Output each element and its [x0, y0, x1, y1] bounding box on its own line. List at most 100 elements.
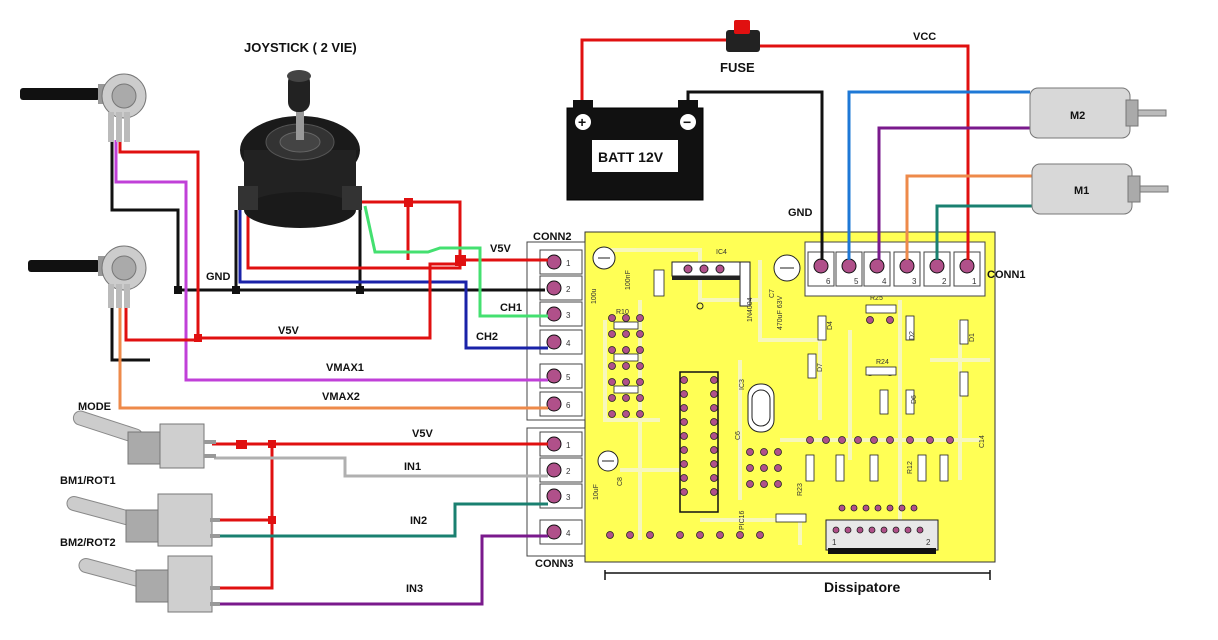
wire-ch1 — [363, 205, 548, 318]
d2-label: D2 — [909, 331, 916, 340]
hbridge-pin-2: 2 — [926, 538, 931, 547]
joystick-label: JOYSTICK ( 2 VIE) — [244, 40, 357, 55]
wire-in2 — [218, 502, 548, 538]
wire-m1-teal — [935, 204, 1032, 260]
conn2-pin-6: 6 — [566, 401, 571, 410]
conn2-label: CONN2 — [533, 231, 572, 243]
vmax2-label: VMAX2 — [322, 391, 360, 403]
toggle-switch-bm2 — [78, 555, 220, 613]
junctions — [174, 198, 466, 524]
wire-m2-purple — [877, 126, 1030, 260]
diode-label: 1N4004 — [747, 297, 754, 322]
wire-pot2-gnd — [110, 300, 150, 362]
conn2-block: 1 2 3 4 5 6 — [526, 241, 586, 421]
c7-label: C7 — [769, 289, 776, 298]
conn1-pin-4: 4 — [882, 277, 887, 286]
conn3-label: CONN3 — [535, 558, 574, 570]
wire-in1 — [214, 456, 548, 478]
d4-label: D4 — [827, 321, 834, 330]
ic4-label: IC4 — [716, 249, 727, 256]
fuse-label: FUSE — [720, 60, 755, 75]
wire-m2-blue — [847, 90, 1030, 260]
d7-label: D7 — [817, 363, 824, 372]
conn2-pin-5: 5 — [566, 373, 571, 382]
conn1-pin-1: 1 — [972, 277, 977, 286]
pic-chip: PIC16 — [679, 371, 746, 530]
vmax1-label: VMAX1 — [326, 362, 364, 374]
v5v-low-label: V5V — [412, 428, 433, 440]
r25-label: R25 — [870, 295, 883, 302]
wire-vcc — [758, 44, 970, 260]
wire-switch-v5v-down — [212, 444, 274, 590]
in1-label: IN1 — [404, 461, 421, 473]
c14-label: C14 — [979, 435, 986, 448]
conn1-block: 6 5 4 3 2 1 — [804, 241, 986, 297]
r12-label: R12 — [907, 461, 914, 474]
gnd-top-label: GND — [788, 207, 813, 219]
battery-minus-icon: − — [683, 114, 691, 130]
diode-1n4004 — [739, 261, 751, 307]
bm2-label: BM2/ROT2 — [60, 537, 116, 549]
heatsink-label: Dissipatore — [824, 579, 900, 595]
gnd-left-label: GND — [206, 271, 231, 283]
cap-470u-label: 470uF 63V — [777, 295, 784, 330]
conn1-pin-5: 5 — [854, 277, 859, 286]
r23-label: R23 — [797, 483, 804, 496]
wire-ch2 — [238, 210, 548, 350]
pcb-component-labels: 100u 100nF IC4 1N4004 470uF 63V C7 R10 R… — [591, 249, 986, 500]
wire-m1-orange — [905, 174, 1032, 260]
conn3-pin-3: 3 — [566, 493, 571, 502]
resistor-bodies — [613, 269, 969, 523]
ch2-label: CH2 — [476, 331, 498, 343]
conn2-pin-3: 3 — [566, 311, 571, 320]
mode-label: MODE — [78, 401, 111, 413]
v5v-mid-label: V5V — [278, 325, 299, 337]
hbridge-block: 1 2 — [825, 504, 939, 554]
cap-100nf-label: 100nF — [625, 270, 632, 290]
m1-label: M1 — [1074, 185, 1089, 197]
conn1-pin-2: 2 — [942, 277, 947, 286]
conn1-pin-3: 3 — [912, 277, 917, 286]
battery: + − BATT 12V — [566, 100, 704, 201]
cap-10uf-label: 10uF — [593, 484, 600, 500]
wire-batt-plus — [580, 38, 730, 108]
wire-batt-gnd — [686, 90, 824, 260]
conn2-pin-2: 2 — [566, 285, 571, 294]
c8-label: C8 — [617, 477, 624, 486]
ic3-label: IC3 — [739, 379, 746, 390]
in3-label: IN3 — [406, 583, 423, 595]
d6-label: D6 — [911, 395, 918, 404]
toggle-switch-mode — [72, 410, 216, 469]
cap-100u-label: 100u — [591, 288, 598, 304]
potentiometer-2 — [28, 245, 147, 308]
conn3-pin-4: 4 — [566, 529, 571, 538]
toggle-switch-bm1 — [66, 493, 220, 547]
wire-vmax1 — [114, 140, 548, 382]
v5v-top-label: V5V — [490, 243, 511, 255]
pic-label: PIC16 — [739, 510, 746, 530]
battery-plus-icon: + — [578, 114, 586, 130]
vcc-label: VCC — [913, 31, 936, 43]
fuse — [726, 20, 760, 52]
wire-joy-v5v-c — [408, 200, 462, 260]
m2-label: M2 — [1070, 110, 1085, 122]
bm1-label: BM1/ROT1 — [60, 475, 116, 487]
r10-label: R10 — [616, 309, 629, 316]
conn3-pin-1: 1 — [566, 441, 571, 450]
electrolytic-caps — [592, 246, 801, 472]
r24-label: R24 — [876, 359, 889, 366]
wire-in3 — [214, 534, 548, 606]
conn2-pin-4: 4 — [566, 339, 571, 348]
crystal — [747, 383, 775, 433]
battery-label: BATT 12V — [598, 149, 664, 165]
c6-label: C6 — [735, 431, 742, 440]
conn3-pin-2: 2 — [566, 467, 571, 476]
d1-label: D1 — [969, 333, 976, 342]
conn1-pin-6: 6 — [826, 277, 831, 286]
heatsink-bracket — [604, 570, 991, 580]
motor-m2: M2 — [1029, 87, 1167, 139]
regulator-ic4 — [671, 261, 745, 310]
wire-pot1-gnd — [110, 140, 180, 290]
